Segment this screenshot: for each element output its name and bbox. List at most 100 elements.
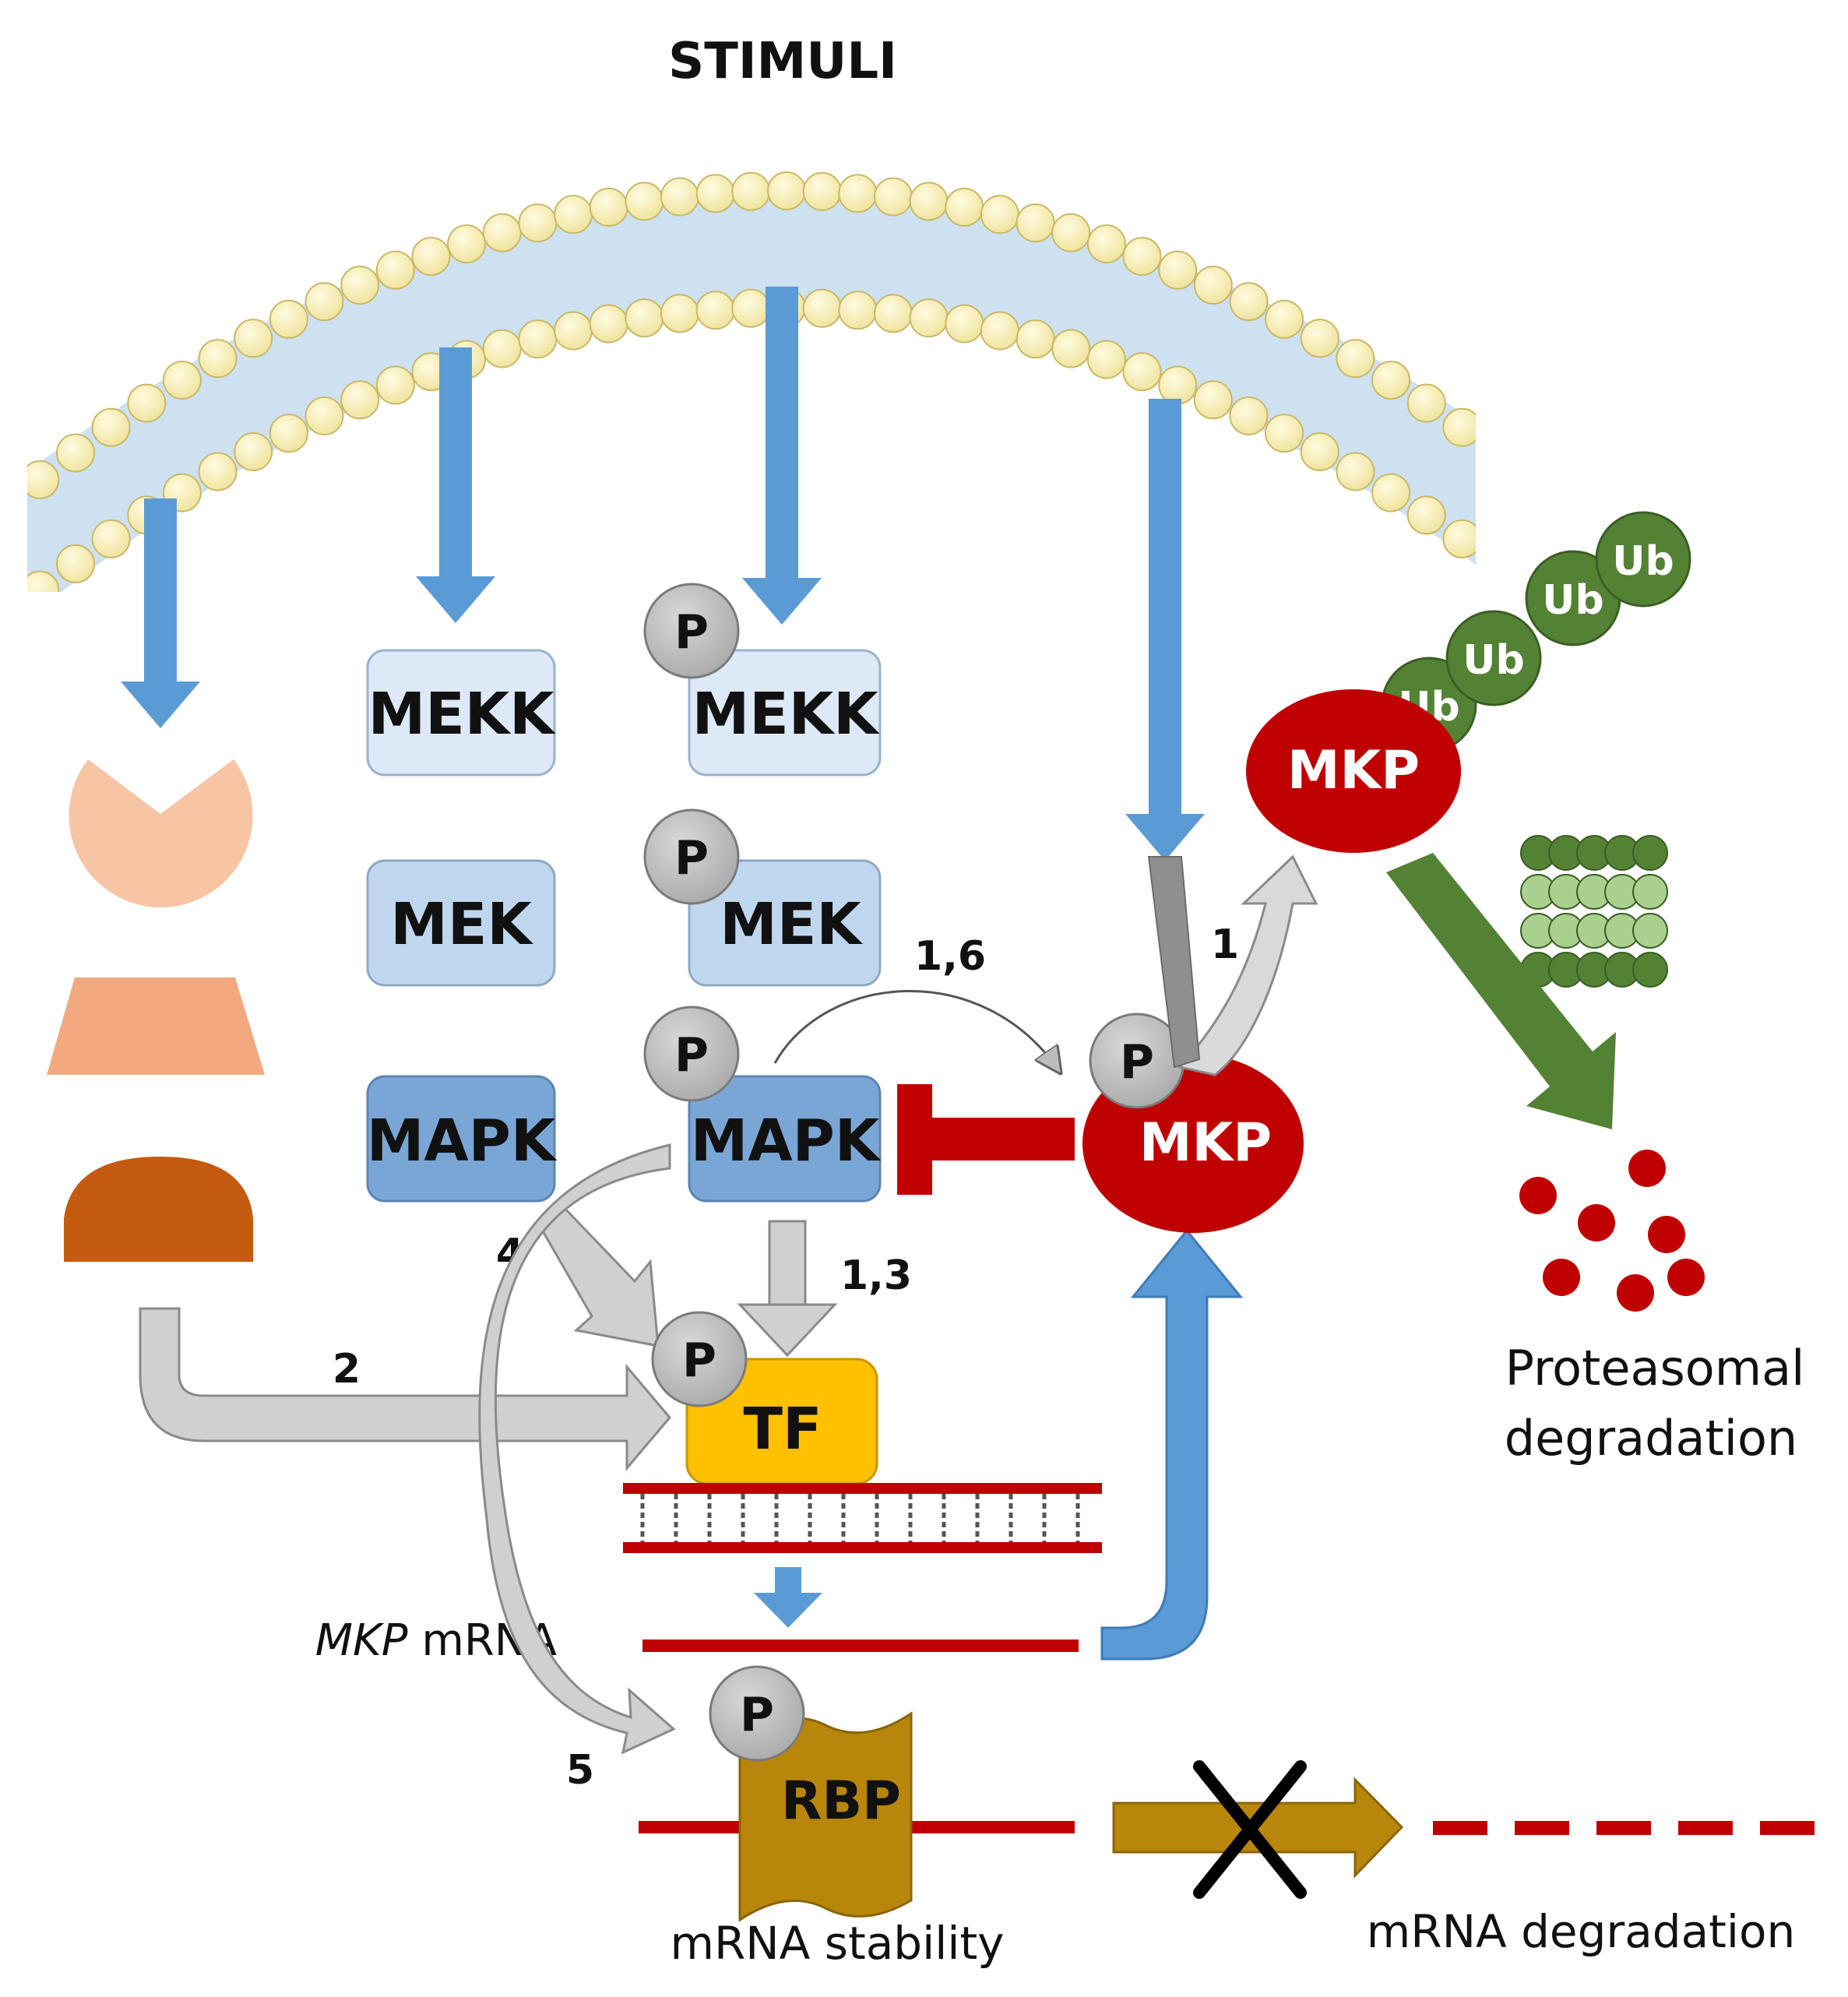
- lipid-head: [625, 298, 664, 338]
- p-mek-label: MEK: [720, 891, 863, 958]
- lipid-head: [340, 266, 380, 305]
- proteasome-icon: [1520, 835, 1668, 988]
- mkp-label: MKP: [1139, 1112, 1272, 1174]
- svg-text:Ub: Ub: [1542, 577, 1603, 624]
- step-label-1: 1: [1211, 921, 1239, 968]
- lipid-head: [1515, 461, 1552, 498]
- lipid-head: [1122, 352, 1162, 392]
- svg-text:P: P: [674, 831, 709, 886]
- transcription-arrow: [754, 1567, 822, 1628]
- lipid-head: [1229, 282, 1269, 322]
- lipid-head: [1086, 224, 1126, 264]
- lipid-head: [802, 288, 842, 328]
- ubiquitin-chain: Ub Ub Ub Ub: [1381, 511, 1691, 753]
- lipid-head: [1336, 452, 1375, 491]
- lipid-head: [1265, 414, 1304, 453]
- lipid-head: [802, 171, 842, 211]
- membrane-band: [27, 191, 1476, 592]
- svg-text:P: P: [682, 1333, 716, 1388]
- lipid-head: [554, 311, 593, 350]
- mek-box: MEK: [366, 859, 556, 987]
- ubiquitin-3: Ub: [1525, 550, 1621, 646]
- lipid-head: [660, 294, 699, 333]
- lipid-head: [411, 237, 451, 276]
- lipid-head: [554, 195, 593, 234]
- step-label-5: 5: [566, 1747, 594, 1794]
- stimulus-receptor-curve: [1147, 856, 1201, 1069]
- lipid-head: [838, 291, 878, 330]
- receptor-shape-pacman: [69, 759, 253, 907]
- lipid-head: [1300, 319, 1339, 358]
- proteasome-subunit: [1632, 952, 1668, 988]
- lipid-head: [375, 365, 415, 405]
- lipid-head: [0, 489, 23, 527]
- mkp-inhibits-mapk: [897, 1084, 1075, 1195]
- mrna-degradation-label: mRNA degradation: [1367, 1905, 1795, 1958]
- lipid-head: [945, 188, 984, 227]
- mekk-box: MEKK: [366, 649, 556, 777]
- proteasomal-degradation-line1: Proteasomal: [1505, 1340, 1805, 1396]
- lipid-head: [1371, 361, 1411, 400]
- arrow-2-to-tf: [139, 1307, 671, 1472]
- lipid-head: [1479, 435, 1516, 472]
- lipid-head: [1229, 396, 1269, 435]
- mrna-stability-label: mRNA stability: [670, 1917, 1004, 1970]
- lipid-head: [1193, 266, 1233, 305]
- svg-text:P: P: [674, 605, 709, 660]
- translation-arrow-to-mkp: [1100, 1228, 1244, 1661]
- arrow-4-to-tf: [537, 1203, 660, 1347]
- block-cross-icon: [1193, 1760, 1307, 1899]
- proteasome-subunit: [1632, 835, 1668, 871]
- lipid-head: [198, 452, 238, 491]
- stimulus-arrow-left: [121, 498, 200, 728]
- step-label-1-6: 1,6: [914, 933, 986, 980]
- mkp-ubiquitinated: MKP: [1246, 689, 1461, 853]
- step-label-2: 2: [333, 1346, 361, 1393]
- mapk-label: MAPK: [367, 1108, 558, 1175]
- lipid-head: [695, 174, 735, 213]
- lipid-head: [1086, 340, 1126, 379]
- proteasome-subunit: [1632, 913, 1668, 949]
- lipid-head: [304, 396, 344, 435]
- lipid-head: [1336, 339, 1375, 379]
- p-mekk-label: MEKK: [692, 681, 881, 748]
- lipid-head: [269, 414, 308, 453]
- cell-membrane-bilayer: [0, 171, 1587, 592]
- lipid-head: [56, 433, 95, 473]
- lipid-head: [518, 319, 558, 359]
- arrow-mkp-to-ubiquitination: [1177, 854, 1318, 1076]
- degradation-arrow: [1386, 853, 1616, 1129]
- lipid-head: [91, 519, 131, 558]
- rna-binding-protein: RBP: [738, 1711, 913, 1922]
- lipid-head: [980, 195, 1019, 234]
- lipid-head: [447, 224, 487, 264]
- lipid-head: [1406, 383, 1446, 423]
- lipid-head: [1550, 489, 1587, 527]
- svg-text:P: P: [1120, 1035, 1154, 1090]
- lipid-head: [518, 203, 558, 243]
- stimulus-arrow-pmekk: [742, 287, 822, 625]
- lipid-head: [162, 361, 202, 400]
- stimulus-arrow-mkp: [1125, 399, 1205, 861]
- lipid-head: [1158, 250, 1198, 290]
- lipid-head: [234, 432, 273, 471]
- mkp-ub-label: MKP: [1287, 740, 1420, 801]
- lipid-head: [838, 174, 878, 213]
- p-mapk-box: MAPK: [688, 1075, 882, 1203]
- lipid-head: [1122, 237, 1162, 276]
- mek-label: MEK: [390, 891, 533, 958]
- mkp-mrna-strand: [642, 1640, 1079, 1652]
- tf-label: TF: [743, 1396, 822, 1463]
- degraded-mrna-fragments: [1433, 1821, 1815, 1835]
- lipid-head: [695, 291, 735, 330]
- p-mekk-box: MEKK: [688, 649, 882, 777]
- lipid-head: [91, 407, 131, 447]
- svg-text:P: P: [740, 1688, 774, 1742]
- lipid-head: [980, 311, 1019, 350]
- lipid-head: [482, 329, 522, 368]
- receptor-shape-trapezoid: [47, 977, 265, 1075]
- lipid-head: [1442, 519, 1476, 558]
- lipid-head: [1158, 365, 1198, 405]
- proteasomal-degradation-line2: degradation: [1505, 1410, 1797, 1467]
- lipid-head: [27, 570, 60, 592]
